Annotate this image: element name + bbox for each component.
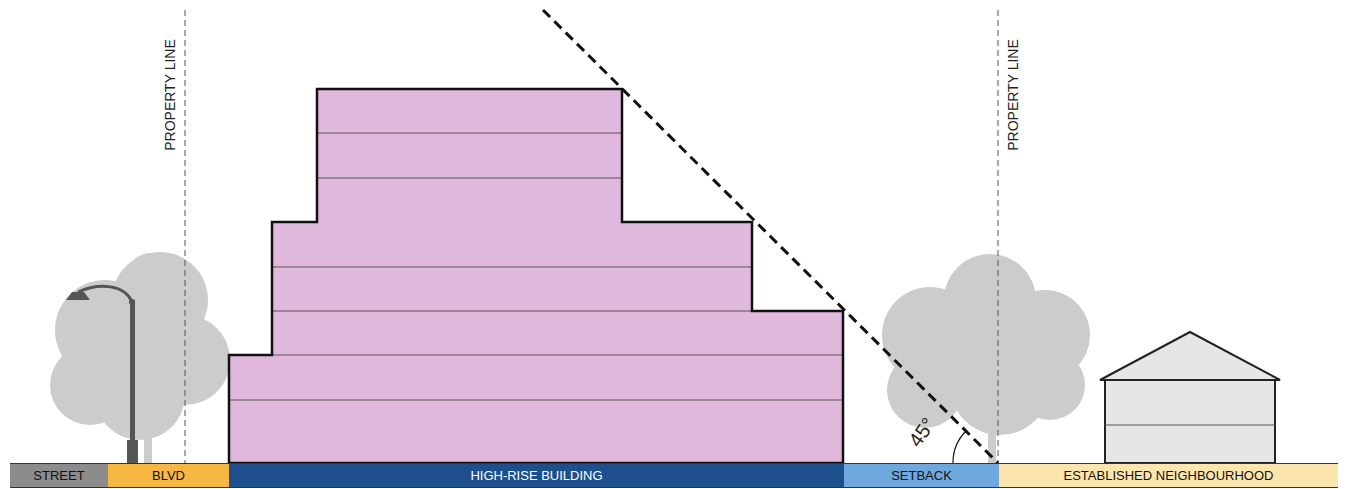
band-label: HIGH-RISE BUILDING — [470, 468, 602, 483]
house — [1100, 332, 1280, 463]
boulevard-band: BLVD — [108, 463, 229, 488]
street-lamp — [66, 286, 138, 463]
neighbourhood-band: ESTABLISHED NEIGHBOURHOOD — [999, 463, 1338, 488]
band-label: ESTABLISHED NEIGHBOURHOOD — [1064, 468, 1274, 483]
property-line-label: PROPERTY LINE — [162, 39, 178, 151]
band-label: BLVD — [152, 468, 185, 483]
setback-band: SETBACK — [844, 463, 999, 488]
street-band: STREET — [10, 463, 108, 488]
band-label: SETBACK — [891, 468, 952, 483]
tree — [882, 254, 1090, 463]
high-rise-building — [229, 89, 843, 463]
building-band: HIGH-RISE BUILDING — [229, 463, 844, 488]
property-line-label: PROPERTY LINE — [1005, 39, 1021, 151]
angular-plane — [543, 10, 998, 463]
band-label: STREET — [33, 468, 84, 483]
property-line — [185, 10, 998, 463]
tree — [50, 252, 230, 463]
